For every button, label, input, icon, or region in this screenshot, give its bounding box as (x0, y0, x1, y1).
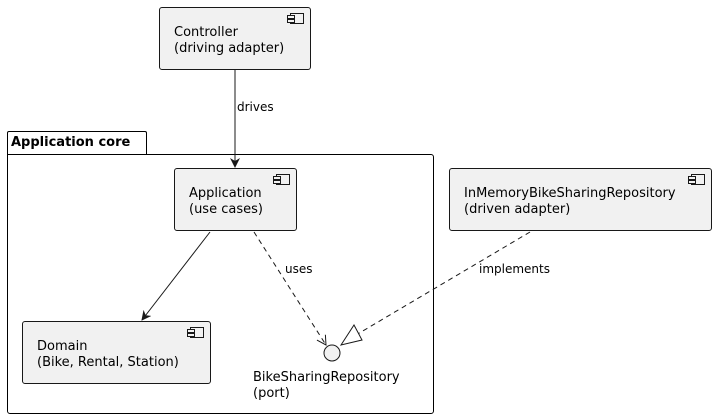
component-application: Application (use cases) (174, 168, 297, 231)
package-title: Application core (11, 135, 131, 150)
edge-application-domain (141, 231, 211, 321)
realization-arrowhead (339, 324, 363, 346)
component-inmemory-name: InMemoryBikeSharingRepository (464, 186, 676, 201)
interface-bike-sharing-repository: BikeSharingRepository (port) (253, 370, 400, 402)
component-domain-name: Domain (37, 339, 88, 354)
component-inmemory-repository: InMemoryBikeSharingRepository (driven ad… (449, 168, 712, 231)
component-application-name: Application (189, 186, 262, 201)
component-controller: Controller (driving adapter) (159, 7, 311, 70)
component-icon (287, 13, 304, 24)
component-controller-role: (driving adapter) (174, 41, 285, 56)
edge-uses (253, 231, 327, 346)
interface-role: (port) (253, 386, 290, 401)
package-tab-application-core: Application core (7, 131, 147, 155)
edge-label-uses: uses (285, 262, 313, 276)
component-domain-entities: (Bike, Rental, Station) (37, 355, 179, 370)
edge-label-implements: implements (479, 262, 550, 276)
component-application-role: (use cases) (189, 202, 263, 217)
interface-lollipop (323, 344, 341, 362)
package-application-core (7, 154, 434, 414)
component-controller-name: Controller (174, 25, 238, 40)
component-inmemory-role: (driven adapter) (464, 202, 571, 217)
interface-name: BikeSharingRepository (253, 370, 400, 385)
edge-label-drives: drives (237, 100, 274, 114)
component-icon (187, 327, 204, 338)
component-domain: Domain (Bike, Rental, Station) (22, 321, 211, 384)
component-icon (688, 174, 705, 185)
edge-implements (355, 231, 531, 336)
component-icon (273, 174, 290, 185)
